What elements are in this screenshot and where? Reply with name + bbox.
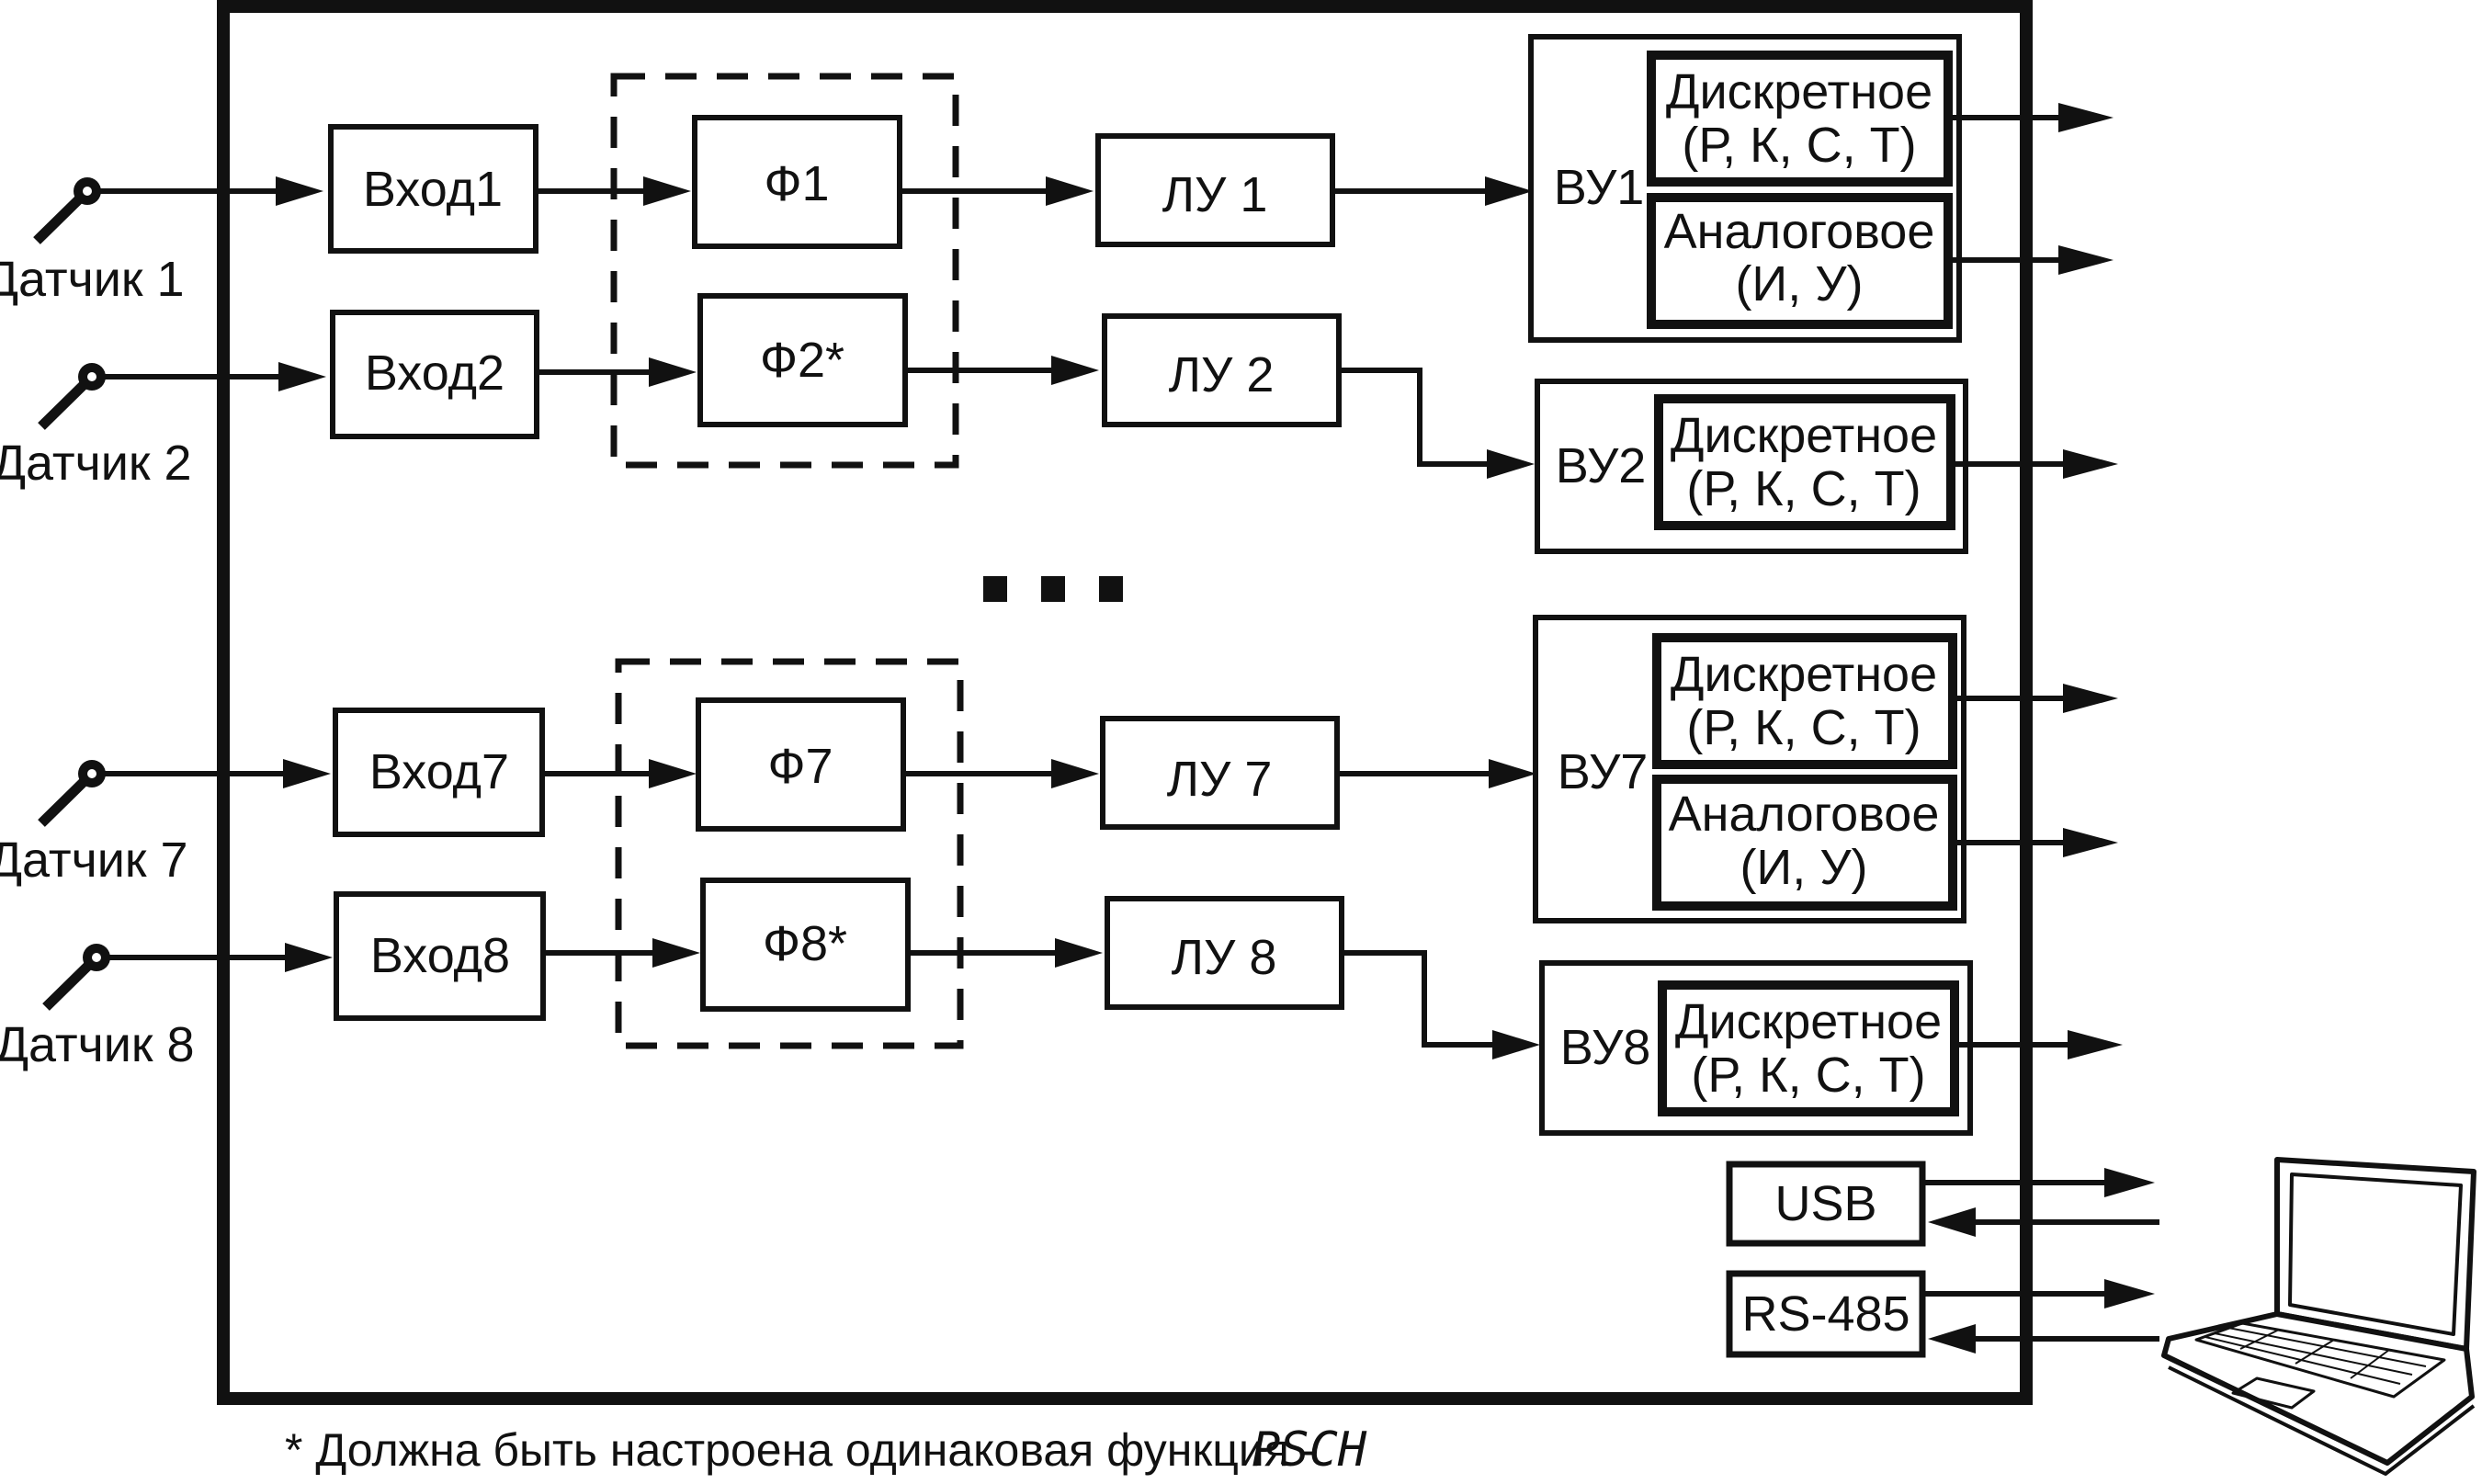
discrete-output-title: Дискретное — [1671, 647, 1937, 702]
discrete-output-title: Дискретное — [1666, 64, 1932, 119]
channel-1: Датчик 1 Вход1 Ф1 ЛУ 1 ВУ1 Дискретное (Р… — [0, 34, 2114, 343]
input-label: Вход1 — [363, 162, 503, 217]
rs485-block — [1726, 1270, 1926, 1358]
footnote: * Должна быть настроена одинаковая функц… — [285, 1424, 1317, 1476]
usb-block — [1726, 1161, 1926, 1247]
analog-output-title: Аналоговое — [1664, 204, 1935, 259]
filter-group-frame — [610, 73, 959, 469]
sensor-icon — [38, 760, 106, 827]
rs485-interface: RS-485 — [1726, 1270, 2159, 1358]
sensor-label: Датчик 8 — [0, 1017, 195, 1072]
filter-label: Ф1 — [764, 156, 829, 211]
filter-block — [692, 115, 902, 249]
logic-label: ЛУ 7 — [1167, 752, 1273, 807]
analog-output-block — [1652, 775, 1957, 911]
discrete-output-block — [1654, 394, 1955, 530]
ellipsis-indicator — [983, 576, 1123, 602]
channel-8: Датчик 8 Вход8 Ф8* ЛУ 8 ВУ8 Дискретное (… — [0, 878, 2123, 1136]
output-device-block — [1528, 34, 1962, 343]
analog-output-block — [1647, 193, 1953, 329]
usb-interface: USB — [1726, 1161, 2159, 1247]
discrete-output-types: (Р, К, С, Т) — [1691, 1048, 1925, 1103]
discrete-output-block — [1658, 980, 1959, 1116]
output-device-label: ВУ2 — [1556, 438, 1647, 493]
channel-2: Датчик 2 Вход2 Ф2* ЛУ 2 ВУ2 Дискретное (… — [0, 293, 2118, 554]
filter-block — [700, 878, 911, 1012]
analog-output-types: (И, У) — [1735, 256, 1863, 312]
sensor-label: Датчик 7 — [0, 833, 188, 888]
usb-label: USB — [1774, 1176, 1876, 1231]
input-block — [328, 124, 538, 254]
input-label: Вход8 — [370, 928, 510, 983]
analog-output-title: Аналоговое — [1669, 787, 1940, 842]
input-block — [334, 891, 546, 1021]
input-label: Вход2 — [365, 346, 504, 401]
filter-label: Ф2* — [760, 333, 844, 388]
logic-label: ЛУ 1 — [1162, 167, 1268, 222]
output-device-label: ВУ7 — [1558, 744, 1649, 799]
logic-block — [1102, 313, 1342, 427]
filter-block — [696, 697, 906, 832]
discrete-output-types: (Р, К, С, Т) — [1686, 700, 1921, 755]
filter-label: Ф7 — [767, 739, 833, 794]
logic-block — [1105, 896, 1344, 1010]
filter-block — [697, 293, 908, 427]
discrete-output-block — [1647, 51, 1953, 187]
sensor-label: Датчик 1 — [0, 252, 185, 307]
logic-block — [1100, 716, 1340, 830]
discrete-output-types: (Р, К, С, Т) — [1686, 461, 1921, 516]
sensor-label: Датчик 2 — [0, 436, 192, 491]
discrete-output-title: Дискретное — [1675, 994, 1942, 1049]
device-frame — [217, 0, 2033, 1405]
input-label: Вход7 — [369, 744, 509, 799]
arrow-head — [276, 176, 323, 206]
logic-label: ЛУ 2 — [1169, 347, 1275, 402]
discrete-output-block — [1652, 633, 1957, 769]
output-device-label: ВУ1 — [1554, 160, 1645, 215]
analog-output-types: (И, У) — [1740, 840, 1867, 895]
sensor-icon — [33, 177, 101, 244]
filter-label: Ф8* — [763, 916, 847, 971]
discrete-output-title: Дискретное — [1671, 408, 1937, 463]
footnote-function-code: PSCH — [1252, 1422, 1367, 1478]
filter-group-frame — [615, 658, 964, 1049]
rs485-label: RS-485 — [1741, 1286, 1910, 1342]
discrete-output-types: (Р, К, С, Т) — [1682, 118, 1916, 173]
logic-block — [1095, 133, 1335, 247]
output-device-block — [1539, 960, 1973, 1136]
output-device-label: ВУ8 — [1560, 1020, 1651, 1075]
sensor-icon — [42, 944, 110, 1011]
channel-7: Датчик 7 Вход7 Ф7 ЛУ 7 ВУ7 Дискретное (Р… — [0, 615, 2118, 923]
output-device-block — [1533, 615, 1966, 923]
input-block — [333, 708, 545, 837]
laptop-icon — [2161, 1157, 2476, 1476]
logic-label: ЛУ 8 — [1172, 930, 1277, 985]
input-block — [330, 310, 539, 439]
sensor-icon — [38, 363, 106, 430]
